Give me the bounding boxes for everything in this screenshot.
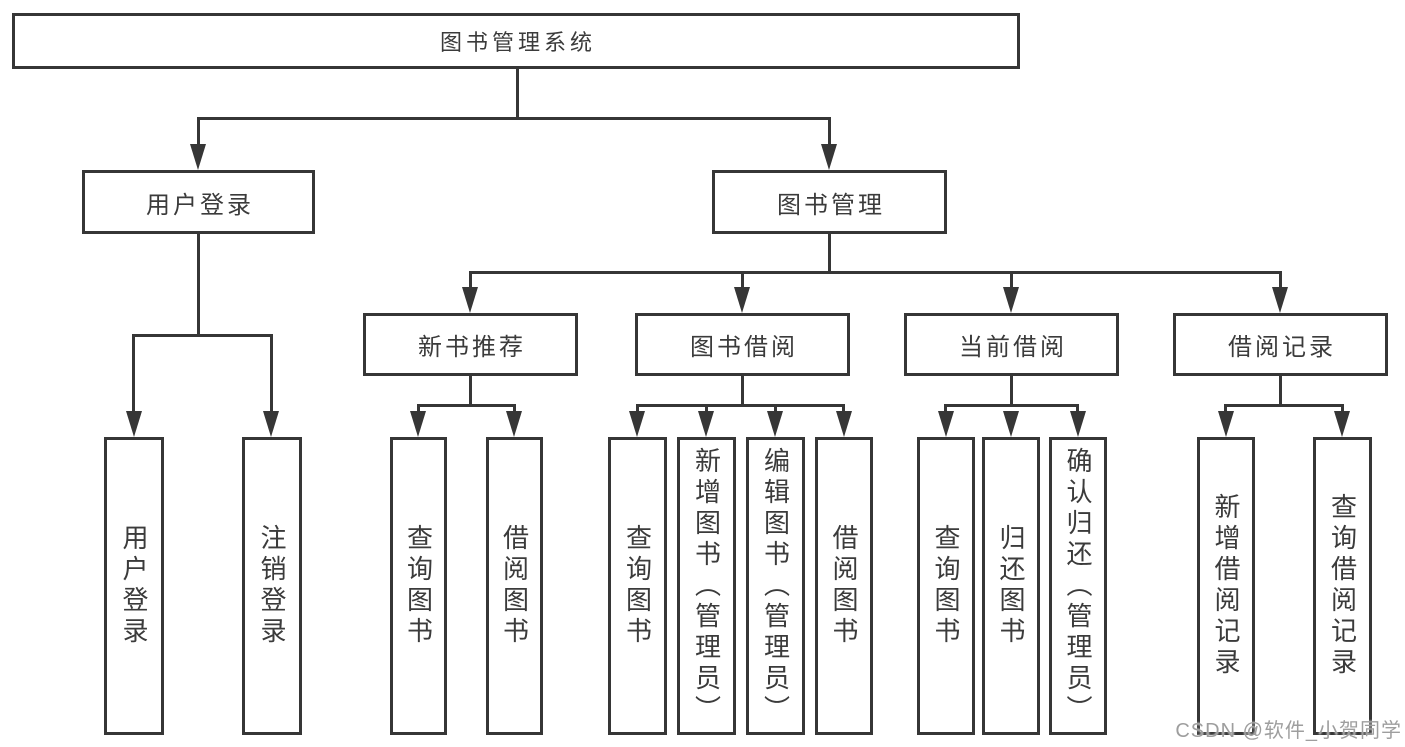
connector-line	[1010, 374, 1013, 407]
arrow-down-icon	[836, 411, 852, 437]
arrow-down-icon	[1070, 411, 1086, 437]
node-label: 新增图书（管理员）	[691, 446, 722, 726]
csdn-watermark: CSDN @软件_小贺同学	[1175, 720, 1402, 742]
node-label: 归还图书	[996, 524, 1026, 648]
connector-line	[774, 404, 777, 415]
connector-line	[944, 404, 1079, 407]
leaf-add-borrow-record: 新增借阅记录	[1197, 437, 1255, 735]
arrow-down-icon	[263, 411, 279, 437]
node-label: 查询借阅记录	[1327, 493, 1358, 679]
node-label: 新书推荐	[418, 334, 526, 361]
arrow-down-icon	[629, 411, 645, 437]
connector-line	[705, 404, 708, 415]
arrow-down-icon	[1003, 411, 1019, 437]
arrow-down-icon	[506, 411, 522, 437]
node-label: 借阅记录	[1228, 334, 1336, 361]
arrow-down-icon	[462, 287, 478, 313]
arrow-down-icon	[126, 411, 142, 437]
connector-line	[197, 232, 200, 337]
connector-line	[1076, 404, 1079, 415]
node-library-management-system: 图书管理系统	[12, 13, 1020, 69]
node-label: 借阅图书	[829, 524, 859, 648]
arrow-down-icon	[410, 411, 426, 437]
connector-line	[1224, 404, 1227, 415]
connector-line	[469, 271, 472, 291]
node-label: 编辑图书（管理员）	[760, 446, 791, 726]
node-label: 图书管理系统	[439, 30, 596, 55]
leaf-query-book: 查询图书	[917, 437, 975, 735]
node-label: 注销登录	[257, 524, 287, 648]
connector-line	[417, 404, 420, 415]
connector-line	[132, 334, 273, 337]
arrow-down-icon	[1334, 411, 1350, 437]
arrow-down-icon	[698, 411, 714, 437]
arrow-down-icon	[190, 144, 206, 170]
arrow-down-icon	[821, 144, 837, 170]
node-book-management: 图书管理	[712, 170, 947, 234]
arrow-down-icon	[1218, 411, 1234, 437]
connector-line	[741, 374, 744, 407]
leaf-borrow-book: 借阅图书	[486, 437, 543, 735]
node-borrow-record: 借阅记录	[1173, 313, 1388, 376]
connector-line	[1279, 271, 1282, 291]
node-label: 用户登录	[119, 524, 149, 648]
connector-line	[944, 404, 947, 415]
connector-line	[1279, 374, 1282, 407]
connector-line	[516, 66, 519, 120]
leaf-return-book: 归还图书	[982, 437, 1040, 735]
node-book-borrow: 图书借阅	[635, 313, 850, 376]
connector-line	[469, 374, 472, 407]
leaf-query-book: 查询图书	[390, 437, 447, 735]
leaf-add-book-admin: 新增图书（管理员）	[677, 437, 736, 735]
connector-line	[197, 117, 200, 148]
connector-line	[469, 271, 1282, 274]
connector-line	[1010, 271, 1013, 291]
connector-line	[828, 232, 831, 274]
connector-line	[132, 334, 135, 415]
arrow-down-icon	[734, 287, 750, 313]
leaf-confirm-return-admin: 确认归还（管理员）	[1049, 437, 1107, 735]
node-label: 新增借阅记录	[1211, 493, 1241, 679]
node-label: 借阅图书	[499, 524, 530, 648]
connector-line	[828, 117, 831, 148]
connector-line	[197, 117, 831, 120]
node-new-book-recommend: 新书推荐	[363, 313, 578, 376]
node-label: 查询图书	[622, 524, 653, 648]
node-label: 查询图书	[931, 524, 961, 648]
node-label: 图书借阅	[690, 334, 798, 361]
arrow-down-icon	[938, 411, 954, 437]
connector-line	[636, 404, 639, 415]
connector-line	[513, 404, 516, 415]
node-label: 用户登录	[146, 191, 254, 219]
node-label: 图书管理	[777, 191, 885, 219]
leaf-logout: 注销登录	[242, 437, 302, 735]
node-label: 查询图书	[403, 524, 434, 648]
connector-line	[636, 404, 845, 407]
arrow-down-icon	[1003, 287, 1019, 313]
node-label: 确认归还（管理员）	[1063, 446, 1093, 726]
connector-line	[270, 334, 273, 415]
leaf-edit-book-admin: 编辑图书（管理员）	[746, 437, 805, 735]
node-label: 当前借阅	[959, 334, 1067, 361]
leaf-query-borrow-record: 查询借阅记录	[1313, 437, 1372, 735]
arrow-down-icon	[1272, 287, 1288, 313]
arrow-down-icon	[767, 411, 783, 437]
node-current-borrow: 当前借阅	[904, 313, 1119, 376]
leaf-query-book: 查询图书	[608, 437, 667, 735]
connector-line	[842, 404, 845, 415]
leaf-borrow-book: 借阅图书	[815, 437, 873, 735]
connector-line	[741, 271, 744, 291]
node-user-login: 用户登录	[82, 170, 315, 234]
leaf-user-login: 用户登录	[104, 437, 164, 735]
connector-line	[1224, 404, 1344, 407]
connector-line	[1341, 404, 1344, 415]
connector-line	[417, 404, 516, 407]
